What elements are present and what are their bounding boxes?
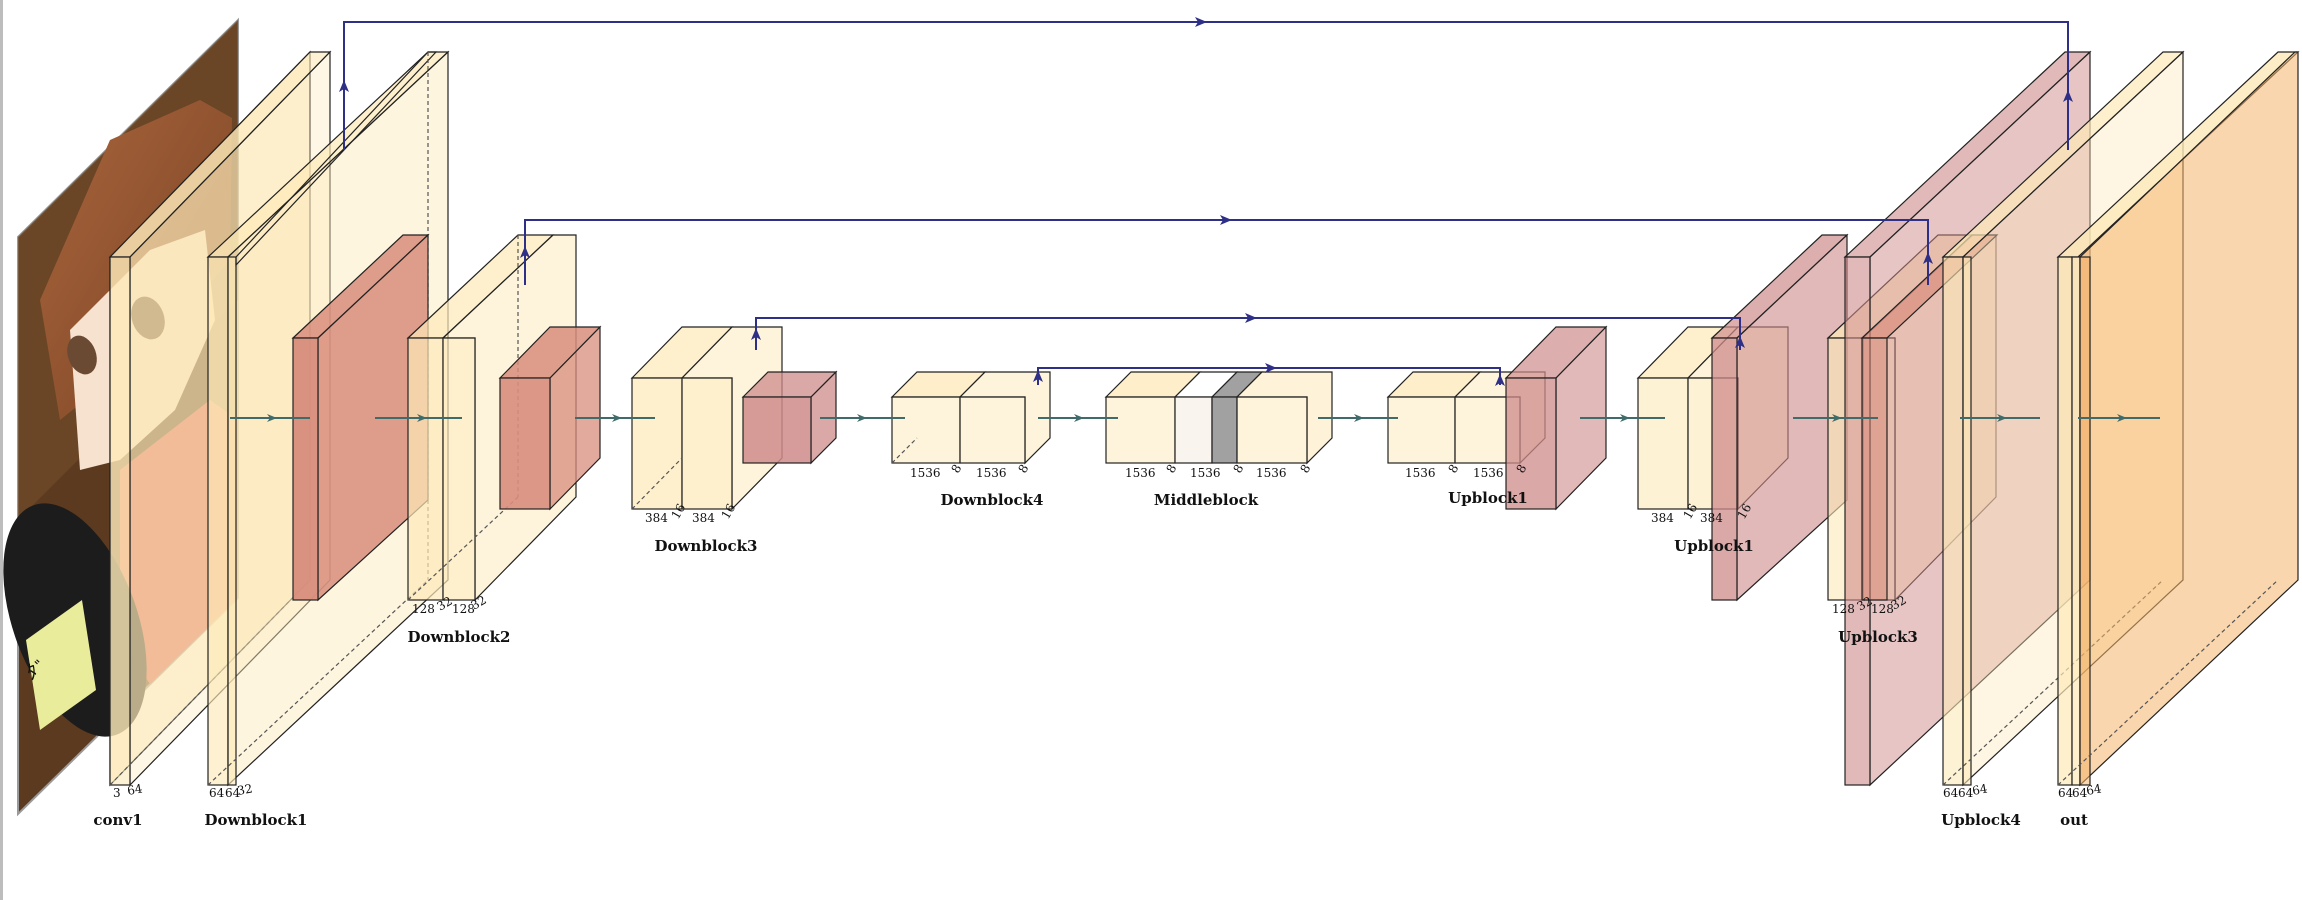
label-upblock3: Upblock3 <box>1838 628 1918 646</box>
label-upblock1b: Upblock1 <box>1674 537 1754 555</box>
upblock1b-block <box>1636 233 1849 602</box>
dim-upblock3-1: 32 <box>1855 594 1875 614</box>
middleblock-block <box>1104 371 1333 465</box>
dim-conv1-1: 64 <box>126 781 144 798</box>
label-conv1: conv1 <box>93 811 142 829</box>
dim-middleblock-1: 8 <box>1163 462 1179 476</box>
dim-upblock3-0: 128 <box>1832 602 1855 616</box>
dim-downblock3-0: 384 <box>645 511 668 525</box>
dim-middleblock-2: 1536 <box>1190 466 1221 480</box>
dim-downblock1-1: 64 <box>225 786 241 800</box>
dim-downblock2-2: 128 <box>452 602 475 616</box>
label-upblock1a: Upblock1 <box>1448 489 1528 507</box>
label-middleblock: Middleblock <box>1154 491 1259 509</box>
downblock3-block <box>630 326 838 511</box>
dim-upblock1b-1: 16 <box>1680 501 1700 521</box>
label-upblock4: Upblock4 <box>1941 811 2021 829</box>
dim-downblock2-0: 128 <box>412 602 435 616</box>
dim-downblock2-1: 32 <box>435 594 455 614</box>
dim-downblock1-2: 32 <box>236 782 253 798</box>
dim-upblock4-1: 64 <box>1958 786 1974 800</box>
label-downblock3: Downblock3 <box>655 537 758 555</box>
dim-upblock4-0: 64 <box>1943 786 1959 800</box>
dim-downblock3-3: 16 <box>718 501 738 521</box>
label-downblock4: Downblock4 <box>941 491 1044 509</box>
dim-out-2: 64 <box>2085 781 2103 798</box>
out-block <box>2056 51 2300 787</box>
dim-middleblock-3: 8 <box>1230 462 1246 476</box>
left-frame-edge <box>0 0 3 900</box>
downblock1-block <box>206 50 450 787</box>
downblock4-block <box>890 371 1051 465</box>
dim-downblock1-0: 64 <box>209 786 225 800</box>
dim-downblock4-2: 1536 <box>976 466 1007 480</box>
dim-middleblock-4: 1536 <box>1256 466 1287 480</box>
dim-upblock1b-3: 16 <box>1734 501 1754 521</box>
label-out: out <box>2060 811 2088 829</box>
dim-upblock1a-2: 1536 <box>1473 466 1504 480</box>
dim-conv1-0: 3 <box>113 786 121 800</box>
dim-upblock3-2: 128 <box>1871 602 1894 616</box>
dim-downblock4-3: 8 <box>1015 462 1031 476</box>
dim-upblock1b-0: 384 <box>1651 511 1674 525</box>
upblock1a-block <box>1386 325 1608 511</box>
dim-out-1: 64 <box>2072 786 2088 800</box>
dim-middleblock-5: 8 <box>1297 462 1313 476</box>
dim-upblock1b-2: 384 <box>1700 511 1723 525</box>
dim-downblock2-3: 32 <box>469 593 489 613</box>
label-downblock1: Downblock1 <box>205 811 308 829</box>
dim-downblock3-1: 16 <box>668 501 688 521</box>
label-downblock2: Downblock2 <box>408 628 511 646</box>
dim-upblock1a-0: 1536 <box>1405 466 1436 480</box>
dim-downblock4-1: 8 <box>948 462 964 476</box>
dim-downblock4-0: 1536 <box>910 466 941 480</box>
skip-connections <box>339 17 2073 386</box>
dim-out-0: 64 <box>2058 786 2074 800</box>
dim-upblock3-3: 32 <box>1889 593 1909 613</box>
dim-upblock1a-1: 8 <box>1445 462 1461 476</box>
dim-middleblock-0: 1536 <box>1125 466 1156 480</box>
dim-downblock3-2: 384 <box>692 511 715 525</box>
dim-upblock4-2: 64 <box>1971 781 1989 798</box>
